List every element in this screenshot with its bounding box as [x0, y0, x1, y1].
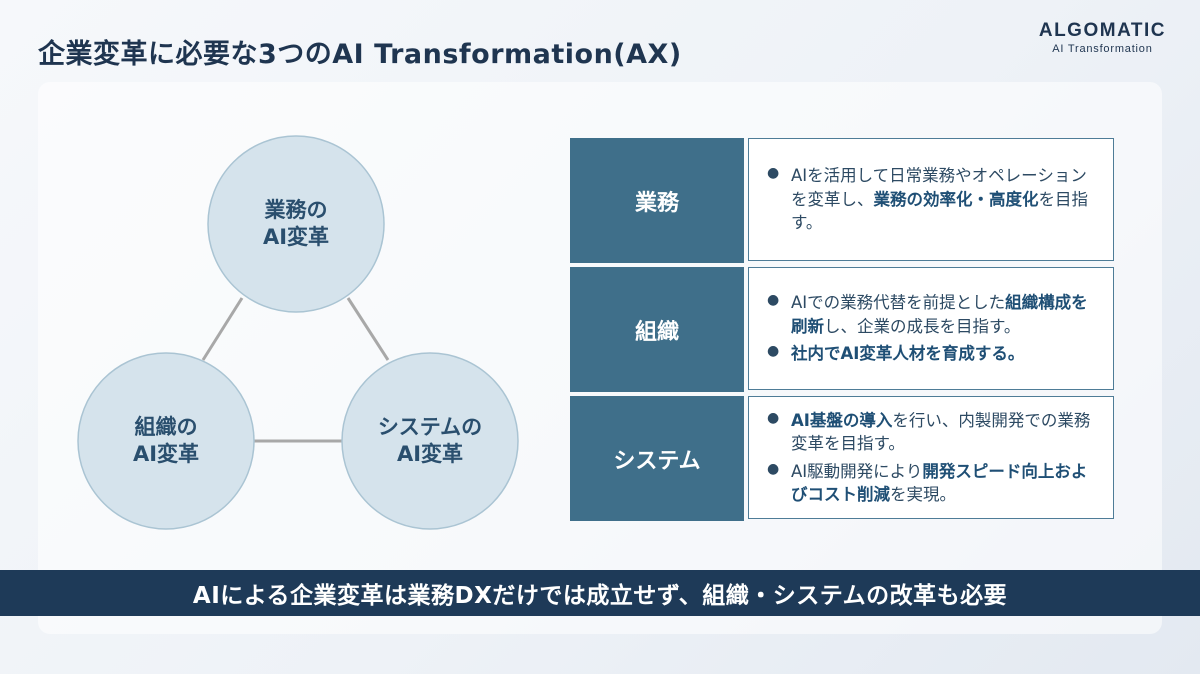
bullet-text: を実現。	[890, 484, 956, 504]
row-body-business: ● AIを活用して日常業務やオペレーションを変革し、業務の効率化・高度化を目指す。	[748, 138, 1114, 261]
bullet-text: を行い、内製開発での業務変革を目指す。	[791, 410, 1091, 454]
bullet-text: AIを活用して日常業務やオペレーションを変革し、	[791, 166, 1087, 209]
bullet-text: し、企業の成長を目指す。	[824, 316, 1021, 336]
bullet-dot-icon: ●	[767, 460, 780, 477]
bullet-dot-icon: ●	[767, 165, 780, 182]
table-row-business: 業務 ● AIを活用して日常業務やオペレーションを変革し、業務の効率化・高度化を目…	[570, 138, 1116, 263]
bullet-emphasis: AI基盤の導入	[791, 410, 893, 430]
row-body-system: ● AI基盤の導入を行い、内製開発での業務変革を目指す。 ● AI駆動開発により開発ス…	[748, 396, 1114, 519]
circle-business-label: 業務の AI変革	[262, 197, 330, 249]
conclusion-banner: AIによる企業変革は業務DXだけでは成立せず、組織・システムの改革も必要	[0, 570, 1200, 616]
logo-wordmark: ALGOMATIC	[1038, 20, 1166, 41]
bullet-item: ● 社内でAI変革人材を育成する。	[765, 342, 1099, 365]
bullet-emphasis: 社内でAI変革人材を育成する。	[791, 344, 1025, 364]
circle-system-label: システムの AI変革	[377, 414, 483, 466]
table-row-system: システム ● AI基盤の導入を行い、内製開発での業務変革を目指す。 ● AI駆動開発に…	[570, 396, 1116, 521]
page-title: 企業変革に必要な3つのAI Transformation(AX)	[38, 39, 682, 70]
row-body-organization: ● AIでの業務代替を前提とした組織構成を刷新し、企業の成長を目指す。 ● 社内でAI…	[748, 267, 1114, 390]
table-row-organization: 組織 ● AIでの業務代替を前提とした組織構成を刷新し、企業の成長を目指す。 ● 社内…	[570, 267, 1116, 392]
bullet-text: AIでの業務代替を前提とした	[791, 293, 1006, 313]
bullet-dot-icon: ●	[767, 343, 780, 360]
circle-organization-label: 組織の AI変革	[132, 414, 200, 466]
bullet-item: ● AI基盤の導入を行い、内製開発での業務変革を目指す。	[765, 409, 1099, 456]
bullet-emphasis: 組織構成を刷新	[791, 293, 1088, 336]
brand-logo: ALGOMATIC AI Transformation	[1039, 20, 1166, 55]
bullet-emphasis: 開発スピード向上およびコスト削減	[791, 461, 1088, 504]
bullet-text: AI駆動開発により	[791, 461, 923, 481]
bullet-item: ● AIを活用して日常業務やオペレーションを変革し、業務の効率化・高度化を目指す。	[765, 164, 1099, 234]
bullet-item: ● AIでの業務代替を前提とした組織構成を刷新し、企業の成長を目指す。	[765, 291, 1099, 338]
logo-tagline: AI Transformation	[1052, 43, 1153, 55]
row-head-system: システム	[570, 396, 744, 521]
row-head-business: 業務	[570, 138, 744, 263]
bullet-dot-icon: ●	[767, 292, 780, 309]
bullet-item: ● AI駆動開発により開発スピード向上およびコスト削減を実現。	[765, 460, 1099, 507]
bullet-text: を目指す。	[791, 189, 1088, 233]
bullet-emphasis: 業務の効率化・高度化	[873, 189, 1039, 209]
bullet-dot-icon: ●	[767, 409, 780, 426]
row-head-organization: 組織	[570, 267, 744, 392]
